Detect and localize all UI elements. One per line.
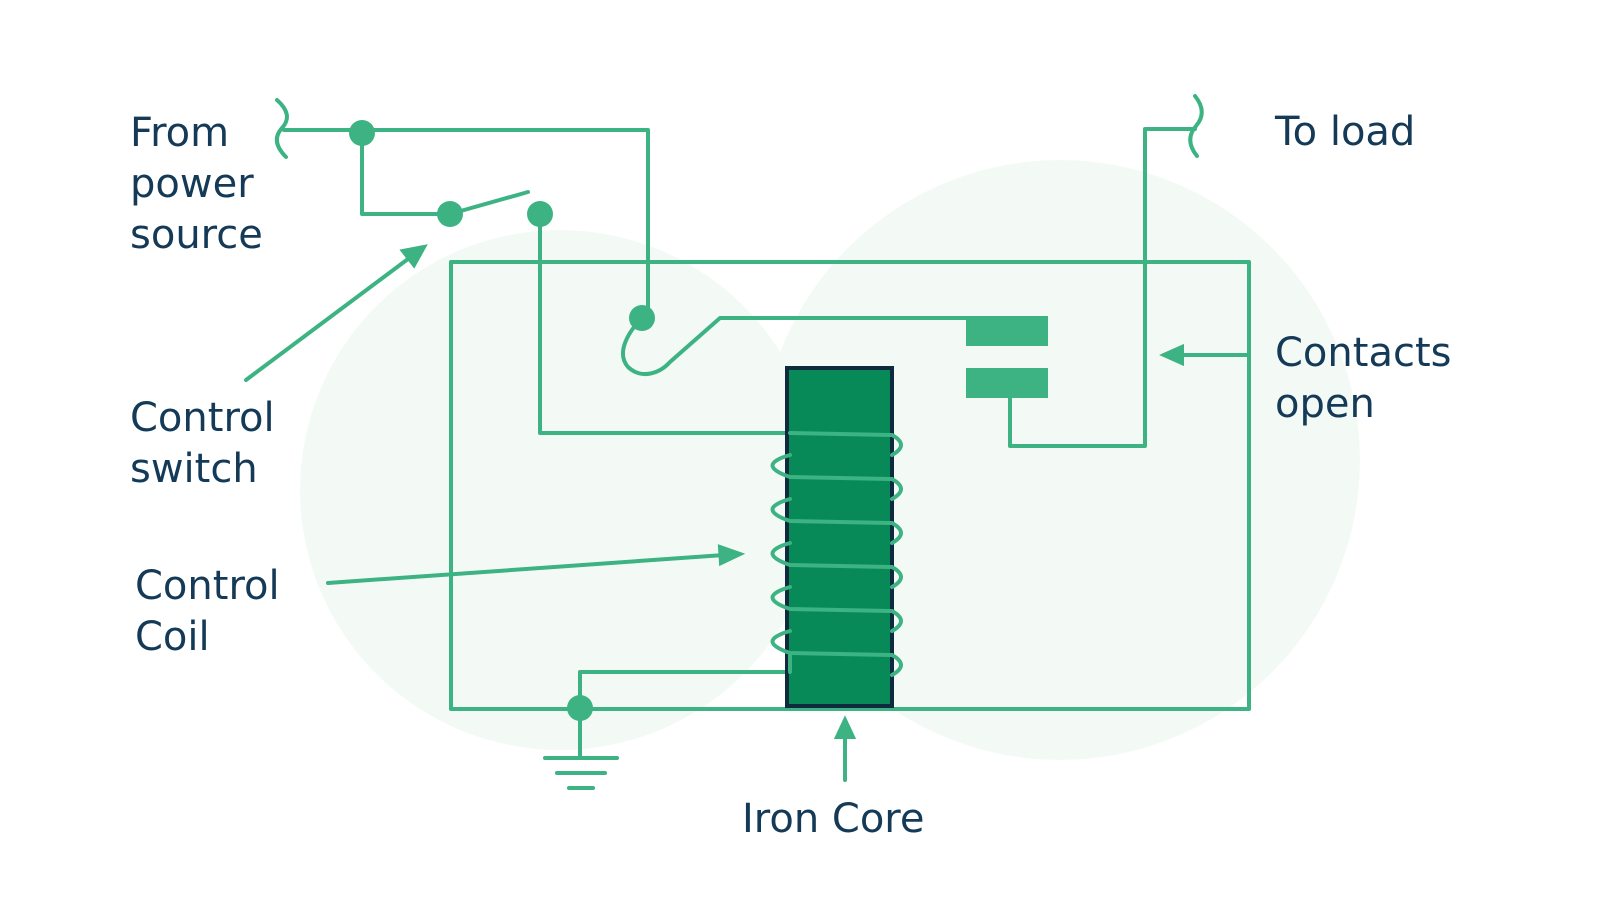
iron-core xyxy=(785,366,894,708)
control-switch-arrow xyxy=(244,244,428,382)
movable-contact xyxy=(966,316,1048,346)
control-coil-label-line-2: Coil xyxy=(135,614,210,660)
power-junction-dot xyxy=(349,120,375,146)
power-source-break-symbol xyxy=(274,98,289,159)
load-break-symbol xyxy=(1188,94,1204,158)
control-coil-label: Control Coil xyxy=(135,561,280,663)
contacts-open-label: Contacts open xyxy=(1275,328,1451,430)
power-source-label: From power source xyxy=(130,108,263,261)
load-wire xyxy=(1008,127,1197,448)
power-source-label-line-3: source xyxy=(130,212,263,258)
power-source-label-line-2: power xyxy=(130,161,254,207)
contacts-open-arrow xyxy=(1159,343,1251,367)
to-load-label-text: To load xyxy=(1275,109,1416,155)
control-switch-label-line-1: Control xyxy=(130,395,275,441)
armature-hook xyxy=(621,316,972,377)
relay-housing xyxy=(449,260,1251,711)
control-coil-label-line-1: Control xyxy=(135,563,280,609)
control-coil-arrow xyxy=(326,544,746,585)
switch-contact-dot xyxy=(527,201,553,227)
iron-core-label-text: Iron Core xyxy=(742,796,925,842)
armature-pivot-dot xyxy=(629,305,655,331)
switch-branch-wire xyxy=(360,128,452,216)
fixed-contact xyxy=(966,368,1048,398)
contacts-open-label-line-1: Contacts xyxy=(1275,330,1452,376)
watermark xyxy=(300,160,1360,760)
switch-pivot-dot xyxy=(437,201,463,227)
contacts-open-label-line-2: open xyxy=(1275,381,1375,427)
iron-core-label: Iron Core xyxy=(742,794,924,845)
ground-symbol xyxy=(543,756,619,790)
iron-core-arrow xyxy=(833,715,857,782)
switch-to-coil-wire xyxy=(538,212,792,435)
to-load-label: To load xyxy=(1275,107,1415,158)
control-switch-label-line-2: switch xyxy=(130,446,258,492)
control-switch-blade xyxy=(448,190,530,216)
ground-node-dot xyxy=(567,695,593,721)
control-switch-label: Control switch xyxy=(130,393,275,495)
control-coil-windings xyxy=(770,431,903,677)
power-line xyxy=(282,128,650,320)
power-source-label-line-1: From xyxy=(130,110,230,156)
